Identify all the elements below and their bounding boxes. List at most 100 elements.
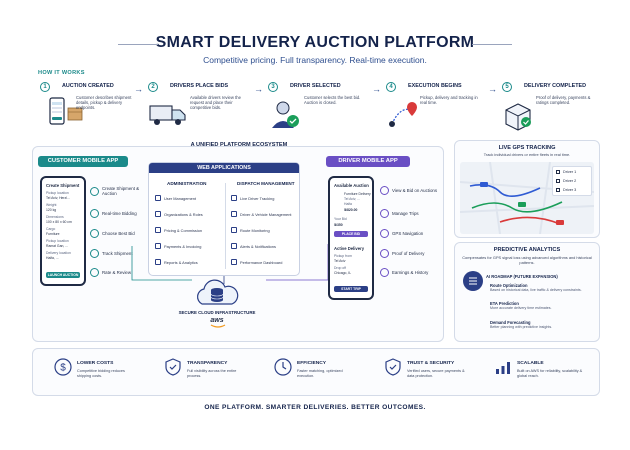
dispatch-item[interactable]: Live Driver Tracking: [231, 195, 274, 201]
feature-label: Proof of Delivery: [392, 251, 425, 256]
page-title: SMART DELIVERY AUCTION PLATFORM: [155, 34, 475, 51]
feature-label: Choose Best Bid: [102, 231, 135, 236]
driver-phone-mockup: Available Auction Furniture Delivery Tel…: [328, 176, 374, 300]
admin-item[interactable]: Reports & Analytics: [155, 259, 198, 265]
benefit-efficiency: EFFICIENCY Faster matching, optimized ex…: [272, 352, 372, 392]
page-subtitle: Competitive pricing. Full transparency. …: [203, 55, 427, 65]
driver-app-header: DRIVER MOBILE APP: [326, 156, 410, 167]
delivery-truck-icon: [149, 105, 186, 125]
admin-item[interactable]: Payments & Invoicing: [155, 243, 201, 249]
phone-field-value: Furniture Delivery: [344, 192, 371, 196]
feature-icon: [90, 249, 99, 258]
dispatch-item-label: Live Driver Tracking: [240, 195, 275, 201]
feature-icon: [90, 186, 99, 196]
tracking-title: LIVE GPS TRACKING: [498, 145, 556, 151]
start-trip-button[interactable]: START TRIP: [334, 286, 368, 292]
step-title: AUCTION CREATED: [62, 83, 114, 89]
customer-feature: Choose Best Bid: [90, 229, 142, 238]
feature-icon: [380, 186, 389, 195]
phone-field-value: Haifa, ...: [46, 256, 59, 260]
step-description: Pickup, delivery and tracking in real ti…: [420, 95, 478, 106]
phone-field-label: Dimensions: [46, 215, 64, 219]
driver-feature: Proof of Delivery: [380, 249, 438, 258]
dispatch-item-icon: [231, 259, 237, 265]
step-4: 4 EXECUTION BEGINS Pickup, delivery and …: [384, 80, 492, 132]
roadmap-item: ETA Prediction More accurate delivery ti…: [490, 301, 610, 310]
benefits-bar: [32, 348, 600, 396]
dispatch-heading: DISPATCH MANAGEMENT: [237, 181, 295, 186]
legend-item[interactable]: Driver 1: [556, 170, 576, 174]
step-title: DRIVERS PLACE BIDS: [170, 83, 229, 89]
step-number: 2: [148, 82, 158, 92]
admin-item-icon: [155, 243, 161, 249]
benefit-description: Built on AWS for reliability, scalabilit…: [517, 369, 583, 378]
phone-heading: Active Delivery: [334, 246, 365, 251]
roadmap-title: AI ROADMAP (FUTURE EXPANSION): [486, 274, 558, 279]
arrow-right-icon: →: [488, 84, 497, 94]
benefit-trust-security: TRUST & SECURITY Verified users, secure …: [382, 352, 482, 392]
web-applications-box: WEB APPLICATIONS ADMINISTRATION DISPATCH…: [148, 162, 300, 276]
step-title: DELIVERY COMPLETED: [524, 83, 586, 89]
dispatch-item[interactable]: Route Monitoring: [231, 227, 270, 233]
legend-item[interactable]: Driver 3: [556, 188, 576, 192]
step-description: Customer describes shipment details, pic…: [76, 95, 132, 111]
driver-feature: Earnings & History: [380, 268, 438, 277]
roadmap-item-description: More accurate delivery time estimates.: [490, 306, 552, 310]
admin-item-icon: [155, 195, 161, 201]
phone-field-value: Furniture: [46, 232, 60, 236]
checkbox-icon: [556, 179, 560, 183]
admin-item[interactable]: User Management: [155, 195, 196, 201]
dispatch-item[interactable]: Driver & Vehicle Management: [231, 211, 291, 217]
dispatch-item-label: Driver & Vehicle Management: [240, 211, 292, 217]
feature-icon: [380, 209, 389, 218]
customer-app-header: CUSTOMER MOBILE APP: [38, 156, 128, 167]
admin-item-label: Pricing & Commission: [164, 227, 203, 233]
cloud-database-icon: [196, 279, 239, 305]
roadmap-item: Demand Forecasting Better planning with …: [490, 320, 610, 329]
dispatch-item-icon: [231, 195, 237, 201]
admin-heading: ADMINISTRATION: [167, 181, 207, 186]
feature-label: Rate & Review: [102, 270, 132, 275]
roadmap-item: Route Optimization Based on historical d…: [490, 283, 610, 292]
admin-item-icon: [155, 259, 161, 265]
analytics-description: Compensates for GPS signal loss using ad…: [462, 255, 592, 265]
benefit-title: EFFICIENCY: [297, 361, 327, 366]
admin-item[interactable]: Organizations & Roles: [155, 211, 203, 217]
title-rule-right: [472, 44, 512, 45]
place-bid-button[interactable]: PLACE BID: [334, 231, 368, 237]
driver-feature: GPS Navigation: [380, 229, 438, 238]
connector-lines: [131, 244, 329, 284]
phone-heading: Available Auction: [334, 183, 369, 188]
legend-item[interactable]: Driver 2: [556, 179, 576, 183]
benefit-title: SCALABLE: [517, 361, 544, 366]
step-description: Available drivers review the request and…: [190, 95, 241, 111]
analytics-panel: [454, 242, 600, 342]
feature-label: Create Shipment & Auction: [102, 186, 140, 196]
aws-logo: aws: [210, 317, 224, 324]
shield-icon: [165, 358, 181, 376]
phone-field-label: Pickup location: [46, 191, 69, 195]
dispatch-item[interactable]: Performance Dashboard: [231, 259, 282, 265]
tracking-description: Track individual drivers or entire fleet…: [483, 152, 571, 157]
admin-item[interactable]: Pricing & Commission: [155, 227, 202, 233]
dispatch-item-icon: [231, 227, 237, 233]
footer-tagline: ONE PLATFORM. SMARTER DELIVERIES. BETTER…: [204, 404, 426, 411]
benefit-title: TRANSPARENCY: [187, 361, 228, 366]
customer-feature: Track Shipment: [90, 249, 142, 258]
feature-label: View & Bid on Auctions: [392, 188, 438, 193]
customer-phone-mockup: Create Shipment Pickup location Tel Aviv…: [40, 176, 86, 286]
title-rule-left: [118, 44, 158, 45]
ai-brain-icon: [463, 271, 483, 291]
step-title: EXECUTION BEGINS: [408, 83, 462, 89]
launch-auction-button[interactable]: LAUNCH AUCTION: [46, 272, 80, 278]
phone-field-label: Drop off: [334, 266, 346, 270]
step-description: Customer selects the best bid. Auction i…: [304, 95, 361, 106]
phone-field-label: Weight: [46, 203, 57, 207]
phone-field-label: Pickup location: [46, 239, 69, 243]
benefit-scalable: SCALABLE Built on AWS for reliability, s…: [492, 352, 598, 392]
dispatch-item[interactable]: Alerts & Notifications: [231, 243, 276, 249]
feature-icon: [90, 268, 99, 277]
phone-field-value: Chicago, IL: [334, 271, 352, 275]
dispatch-item-label: Performance Dashboard: [240, 259, 283, 265]
phone-price: ₪820.00: [344, 208, 358, 212]
